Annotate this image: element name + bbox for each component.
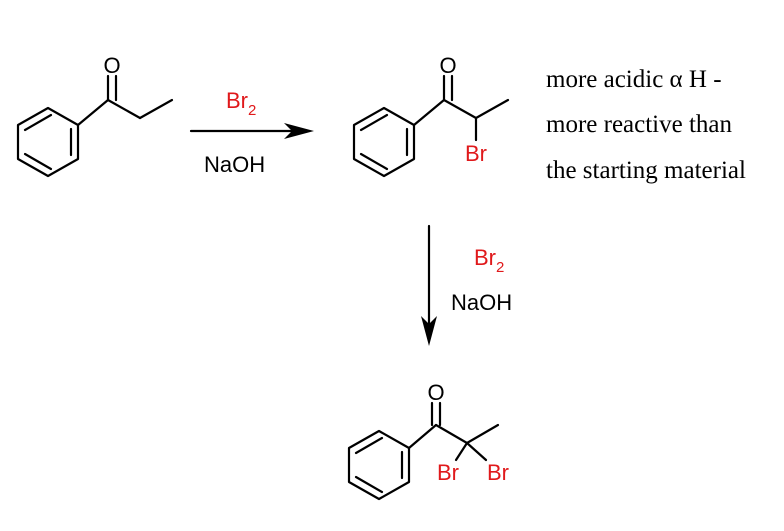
step2-reagent-main: Br bbox=[474, 245, 496, 270]
ring-carbonyl-bond bbox=[412, 98, 446, 127]
ring-carbonyl-bond bbox=[407, 423, 438, 450]
methyl-bond bbox=[465, 423, 500, 445]
alpha-bond bbox=[106, 98, 142, 120]
c-br-bond-left bbox=[454, 441, 469, 462]
step2-reagent-subscript: 2 bbox=[496, 259, 504, 276]
note-line-2: more reactive than bbox=[546, 111, 733, 138]
step1-reagent-main: Br bbox=[226, 88, 248, 113]
bromine-atom-1: Br bbox=[465, 141, 487, 166]
note-line-1: more acidic α H - bbox=[546, 66, 722, 93]
benzene-ring bbox=[16, 106, 80, 178]
starting-material-propiophenone: O bbox=[16, 53, 174, 178]
methyl-bond bbox=[138, 98, 174, 120]
step2-base-naoh: NaOH bbox=[451, 290, 512, 315]
reaction-arrow-2 bbox=[421, 224, 437, 346]
acidity-note: more acidic α H - more reactive than the… bbox=[546, 66, 746, 184]
product-dibromo-ketone: O Br Br bbox=[347, 380, 509, 501]
step2-reagent-br2: Br2 bbox=[474, 245, 504, 276]
oxygen-atom-1: O bbox=[103, 53, 120, 78]
oxygen-atom-2: O bbox=[439, 53, 456, 78]
step1-reagent-br2: Br2 bbox=[226, 88, 256, 119]
intermediate-monobromo-ketone: O Br bbox=[352, 53, 510, 178]
oxygen-atom-3: O bbox=[427, 380, 444, 405]
benzene-ring bbox=[352, 106, 416, 178]
note-line-3: the starting material bbox=[546, 157, 746, 184]
alpha-bond bbox=[434, 423, 469, 445]
alpha-bond bbox=[442, 98, 478, 120]
benzene-ring bbox=[347, 429, 411, 501]
bromine-atom-2: Br bbox=[437, 460, 459, 485]
bromine-atom-3: Br bbox=[487, 460, 509, 485]
methyl-bond bbox=[474, 98, 510, 120]
reaction-arrow-1 bbox=[189, 123, 314, 139]
step1-base-naoh: NaOH bbox=[204, 152, 265, 177]
step1-reagent-subscript: 2 bbox=[248, 102, 256, 119]
ring-carbonyl-bond bbox=[76, 98, 110, 127]
c-br-bond-right bbox=[465, 441, 488, 462]
